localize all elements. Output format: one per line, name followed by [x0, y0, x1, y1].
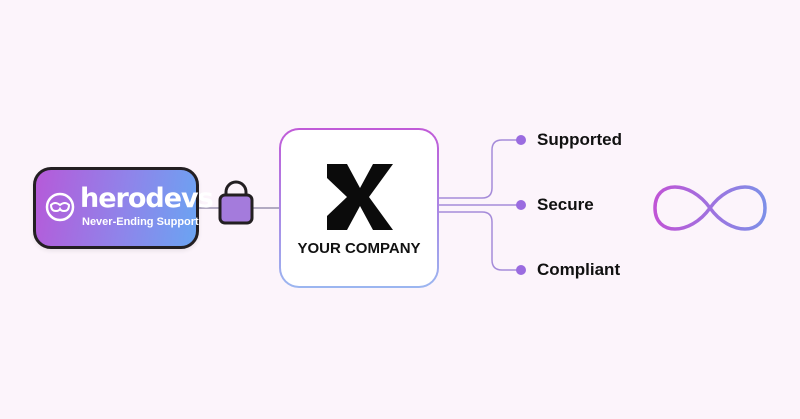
herodevs-badge: herodevs Never-Ending Support	[33, 167, 214, 249]
outcome-label-supported: Supported	[537, 130, 622, 149]
outcome-dot-secure	[516, 200, 526, 210]
company-card-body: YOUR COMPANY	[281, 130, 437, 286]
outcome-dot-supported	[516, 135, 526, 145]
company-k-logo-icon	[327, 164, 393, 230]
badge-brand-name: herodevs	[80, 183, 214, 214]
outcome-label-secure: Secure	[537, 195, 594, 214]
outcome-dot-compliant	[516, 265, 526, 275]
connector-supported	[439, 139, 521, 199]
infinity-icon	[653, 185, 767, 231]
badge-tagline: Never-Ending Support	[82, 216, 199, 228]
company-card: YOUR COMPANY	[279, 128, 439, 288]
company-name: YOUR COMPANY	[297, 240, 421, 257]
outcome-label-compliant: Compliant	[537, 260, 621, 279]
lock-icon	[218, 180, 254, 225]
connector-compliant	[439, 211, 521, 271]
herodevs-mask-icon	[45, 192, 75, 222]
